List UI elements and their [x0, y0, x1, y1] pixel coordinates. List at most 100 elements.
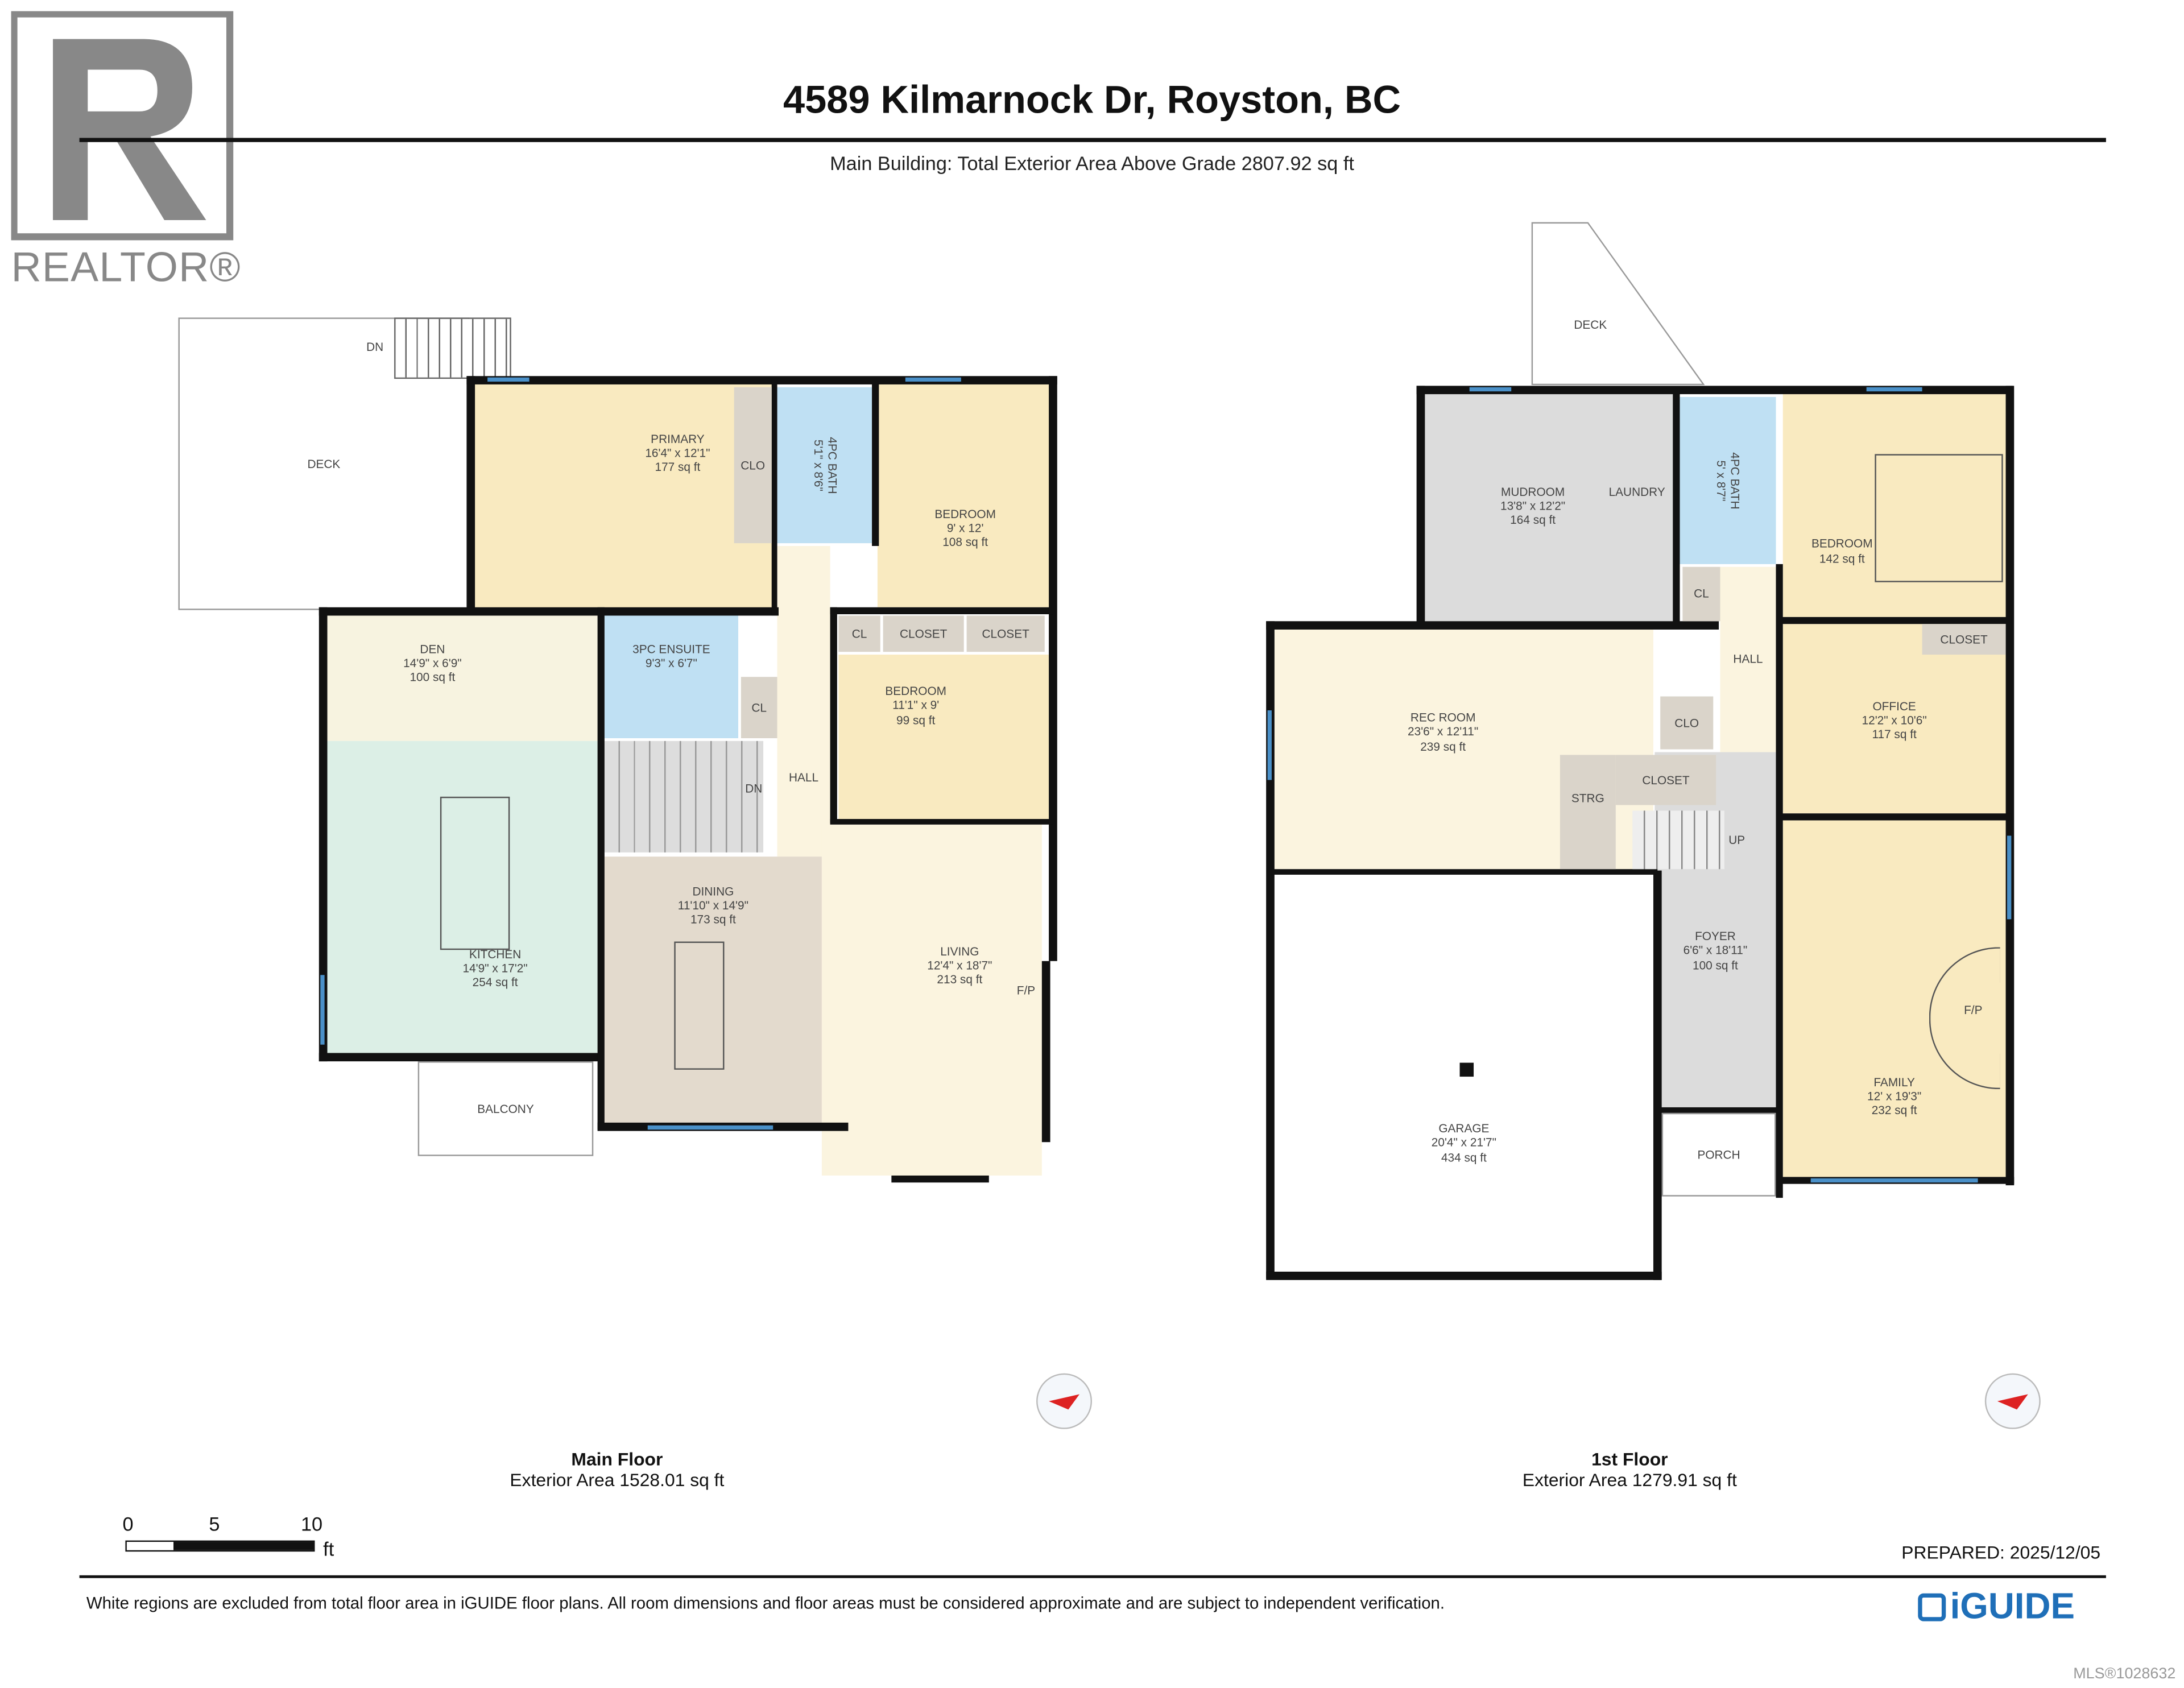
- room-area: 434 sq ft: [1441, 1149, 1487, 1164]
- wall: [1780, 813, 2012, 821]
- room-name: HALL: [1733, 652, 1763, 667]
- room-area: 254 sq ft: [472, 975, 518, 990]
- room-area: 117 sq ft: [1872, 727, 1917, 742]
- room-dining: DINING 11'10" x 14'9" 173 sq ft: [604, 857, 822, 1123]
- footer-rule: [79, 1575, 2106, 1578]
- wall: [1270, 869, 1658, 875]
- room-name: BEDROOM: [885, 684, 946, 698]
- wall: [830, 607, 837, 824]
- room-porch: PORCH: [1661, 1112, 1776, 1197]
- room-name: 4PC BATH: [825, 436, 839, 494]
- wall: [1673, 390, 1680, 627]
- main-floor-label: Main Floor Exterior Area 1528.01 sq ft: [408, 1449, 826, 1490]
- wall: [1266, 621, 1719, 630]
- room-name: CL: [1694, 587, 1709, 601]
- stairs-up-label: UP: [1728, 833, 1745, 847]
- wall: [1041, 961, 1050, 1143]
- first-floor-label: 1st Floor Exterior Area 1279.91 sq ft: [1421, 1449, 1839, 1490]
- floor-area: Exterior Area 1279.91 sq ft: [1522, 1469, 1737, 1491]
- room-dims: 12'4" x 18'7": [927, 958, 992, 973]
- room-dims: 12' x 19'3": [1867, 1089, 1922, 1103]
- room-area: 164 sq ft: [1510, 512, 1556, 527]
- stairs-down-label: DN: [366, 340, 384, 354]
- room-dims: 23'6" x 12'11": [1408, 725, 1479, 739]
- wall: [1266, 621, 1275, 1279]
- window: [1267, 710, 1272, 780]
- room-name: PRIMARY: [651, 431, 705, 445]
- wall: [1266, 1271, 1662, 1280]
- room-name: DINING: [692, 884, 734, 899]
- room-cl: CL: [1682, 566, 1720, 622]
- room-primary: PRIMARY 16'4" x 12'1" 177 sq ft: [469, 379, 775, 610]
- dining-table: [674, 941, 725, 1070]
- page-title: 4589 Kilmarnock Dr, Royston, BC: [783, 78, 1401, 122]
- page-subtitle: Main Building: Total Exterior Area Above…: [830, 151, 1354, 175]
- room-area: 142 sq ft: [1819, 551, 1865, 565]
- room-name: BALCONY: [477, 1101, 534, 1116]
- room-bedroom-2: BEDROOM 11'1" x 9' 99 sq ft: [838, 655, 1049, 820]
- interior-stairs: [1632, 810, 1724, 870]
- wall: [466, 376, 475, 613]
- room-name: OFFICE: [1872, 698, 1916, 713]
- wall: [466, 376, 1057, 384]
- room-name: CL: [851, 626, 867, 641]
- room-name: CLO: [741, 458, 766, 472]
- iguide-logo: iGUIDE: [1918, 1585, 2075, 1628]
- wall: [318, 1053, 602, 1062]
- wall: [318, 607, 328, 1062]
- wall: [1416, 386, 2013, 395]
- room-hall: HALL: [1720, 566, 1776, 752]
- room-dims: 5' x 8'7": [1714, 460, 1728, 501]
- room-area: 99 sq ft: [896, 712, 936, 727]
- room-area: 100 sq ft: [410, 670, 456, 684]
- wall: [1416, 386, 1425, 626]
- realtor-wordmark: REALTOR®: [11, 245, 241, 291]
- room-name: HALL: [789, 771, 819, 785]
- room-dims: 11'1" x 9': [892, 698, 940, 713]
- room-dims: 5'1" x 8'6": [810, 439, 825, 491]
- room-name: FOYER: [1695, 929, 1736, 944]
- wall: [1653, 870, 1662, 1280]
- kitchen-island: [440, 796, 510, 950]
- room-area: 177 sq ft: [655, 460, 701, 474]
- room-3pc-ensuite: 3PC ENSUITE 9'3" x 6'7": [604, 615, 738, 738]
- room-name: LIVING: [940, 944, 979, 958]
- scale-tick: 5: [209, 1512, 220, 1535]
- room-name: CLOSET: [1940, 632, 1988, 647]
- wall: [597, 607, 605, 1130]
- room-area: 100 sq ft: [1692, 957, 1738, 972]
- room-den: DEN 14'9" x 6'9" 100 sq ft: [323, 613, 598, 741]
- floor-name: 1st Floor: [1591, 1448, 1668, 1470]
- main-balcony: BALCONY: [417, 1061, 594, 1156]
- room-dims: 14'9" x 17'2": [462, 961, 528, 975]
- window: [1866, 387, 1922, 392]
- room-closet-office: CLOSET: [1922, 624, 2006, 655]
- disclaimer: White regions are excluded from total fl…: [86, 1593, 1445, 1613]
- room-area: 108 sq ft: [942, 535, 988, 549]
- wall: [1049, 376, 1057, 961]
- wall: [1654, 1107, 1777, 1113]
- title-rule: [79, 138, 2106, 142]
- room-name: 4PC BATH: [1728, 452, 1742, 510]
- window: [320, 975, 325, 1045]
- room-area: 213 sq ft: [937, 972, 983, 987]
- post-marker: [1459, 1062, 1474, 1077]
- room-name: 3PC ENSUITE: [632, 642, 710, 656]
- room-dims: 13'8" x 12'2": [1500, 498, 1566, 513]
- room-name: PORCH: [1697, 1147, 1740, 1162]
- room-office: OFFICE 12'2" x 10'6" 117 sq ft: [1782, 624, 2006, 814]
- floor-area: Exterior Area 1528.01 sq ft: [510, 1469, 725, 1491]
- room-name: DEN: [420, 642, 445, 656]
- room-dims: 9' x 12': [946, 520, 984, 535]
- room-bedroom-1: BEDROOM 9' x 12' 108 sq ft: [877, 379, 1053, 607]
- window: [1810, 1178, 1978, 1183]
- wall: [1780, 617, 2012, 624]
- room-name: CLOSET: [982, 626, 1029, 641]
- room-label: DECK: [307, 457, 341, 471]
- bed: [1875, 454, 2003, 582]
- laundry-label: LAUNDRY: [1608, 485, 1665, 499]
- room-dims: 11'10" x 14'9": [677, 899, 748, 913]
- scale-tick: 0: [122, 1512, 134, 1535]
- floor-name: Main Floor: [571, 1448, 663, 1470]
